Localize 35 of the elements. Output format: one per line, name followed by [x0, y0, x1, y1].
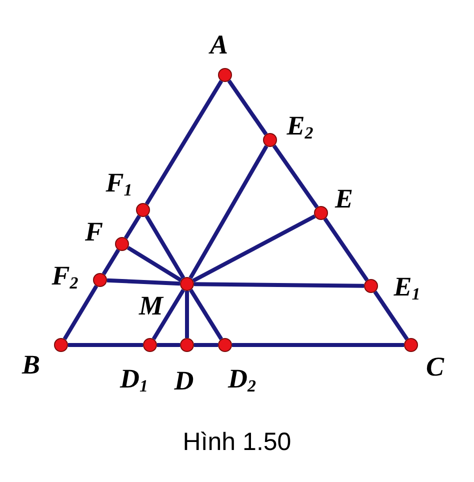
line-segment: [272, 144, 319, 208]
point-label: D: [174, 368, 194, 394]
line-segment: [102, 248, 120, 276]
line-segment: [124, 214, 142, 240]
point-label: D$_{2}$: [228, 366, 256, 394]
line-segment: [323, 218, 369, 282]
line-segment: [189, 288, 223, 340]
line-segment: [185, 291, 189, 338]
line-segment: [152, 288, 186, 340]
line-segment: [192, 214, 316, 282]
point-label: C: [426, 354, 444, 380]
line-segment: [126, 246, 182, 282]
point-label: D$_{1}$: [120, 366, 148, 394]
figure-caption: Hình 1.50: [182, 428, 292, 456]
line-segment: [144, 80, 224, 206]
point-label: E: [335, 186, 353, 212]
point-label: F: [85, 218, 103, 246]
line-segment: [106, 278, 180, 286]
line-segment: [68, 343, 143, 347]
line-segment: [227, 80, 268, 136]
point-label: A: [210, 32, 228, 58]
point-label: F$_{1}$: [106, 170, 132, 198]
line-segment: [232, 343, 404, 347]
line-segment: [194, 343, 218, 347]
point-label: E$_{2}$: [286, 112, 314, 142]
line-segment: [373, 290, 409, 340]
point-label: M: [139, 292, 163, 320]
line-segment: [188, 145, 268, 279]
line-segment: [194, 282, 364, 288]
line-segment: [144, 215, 186, 279]
line-segment: [157, 343, 180, 347]
point-label: B: [22, 352, 40, 378]
point-label: F$_{2}$: [52, 262, 78, 292]
line-segment: [62, 284, 98, 340]
point-label: E$_{1}$: [394, 274, 420, 302]
